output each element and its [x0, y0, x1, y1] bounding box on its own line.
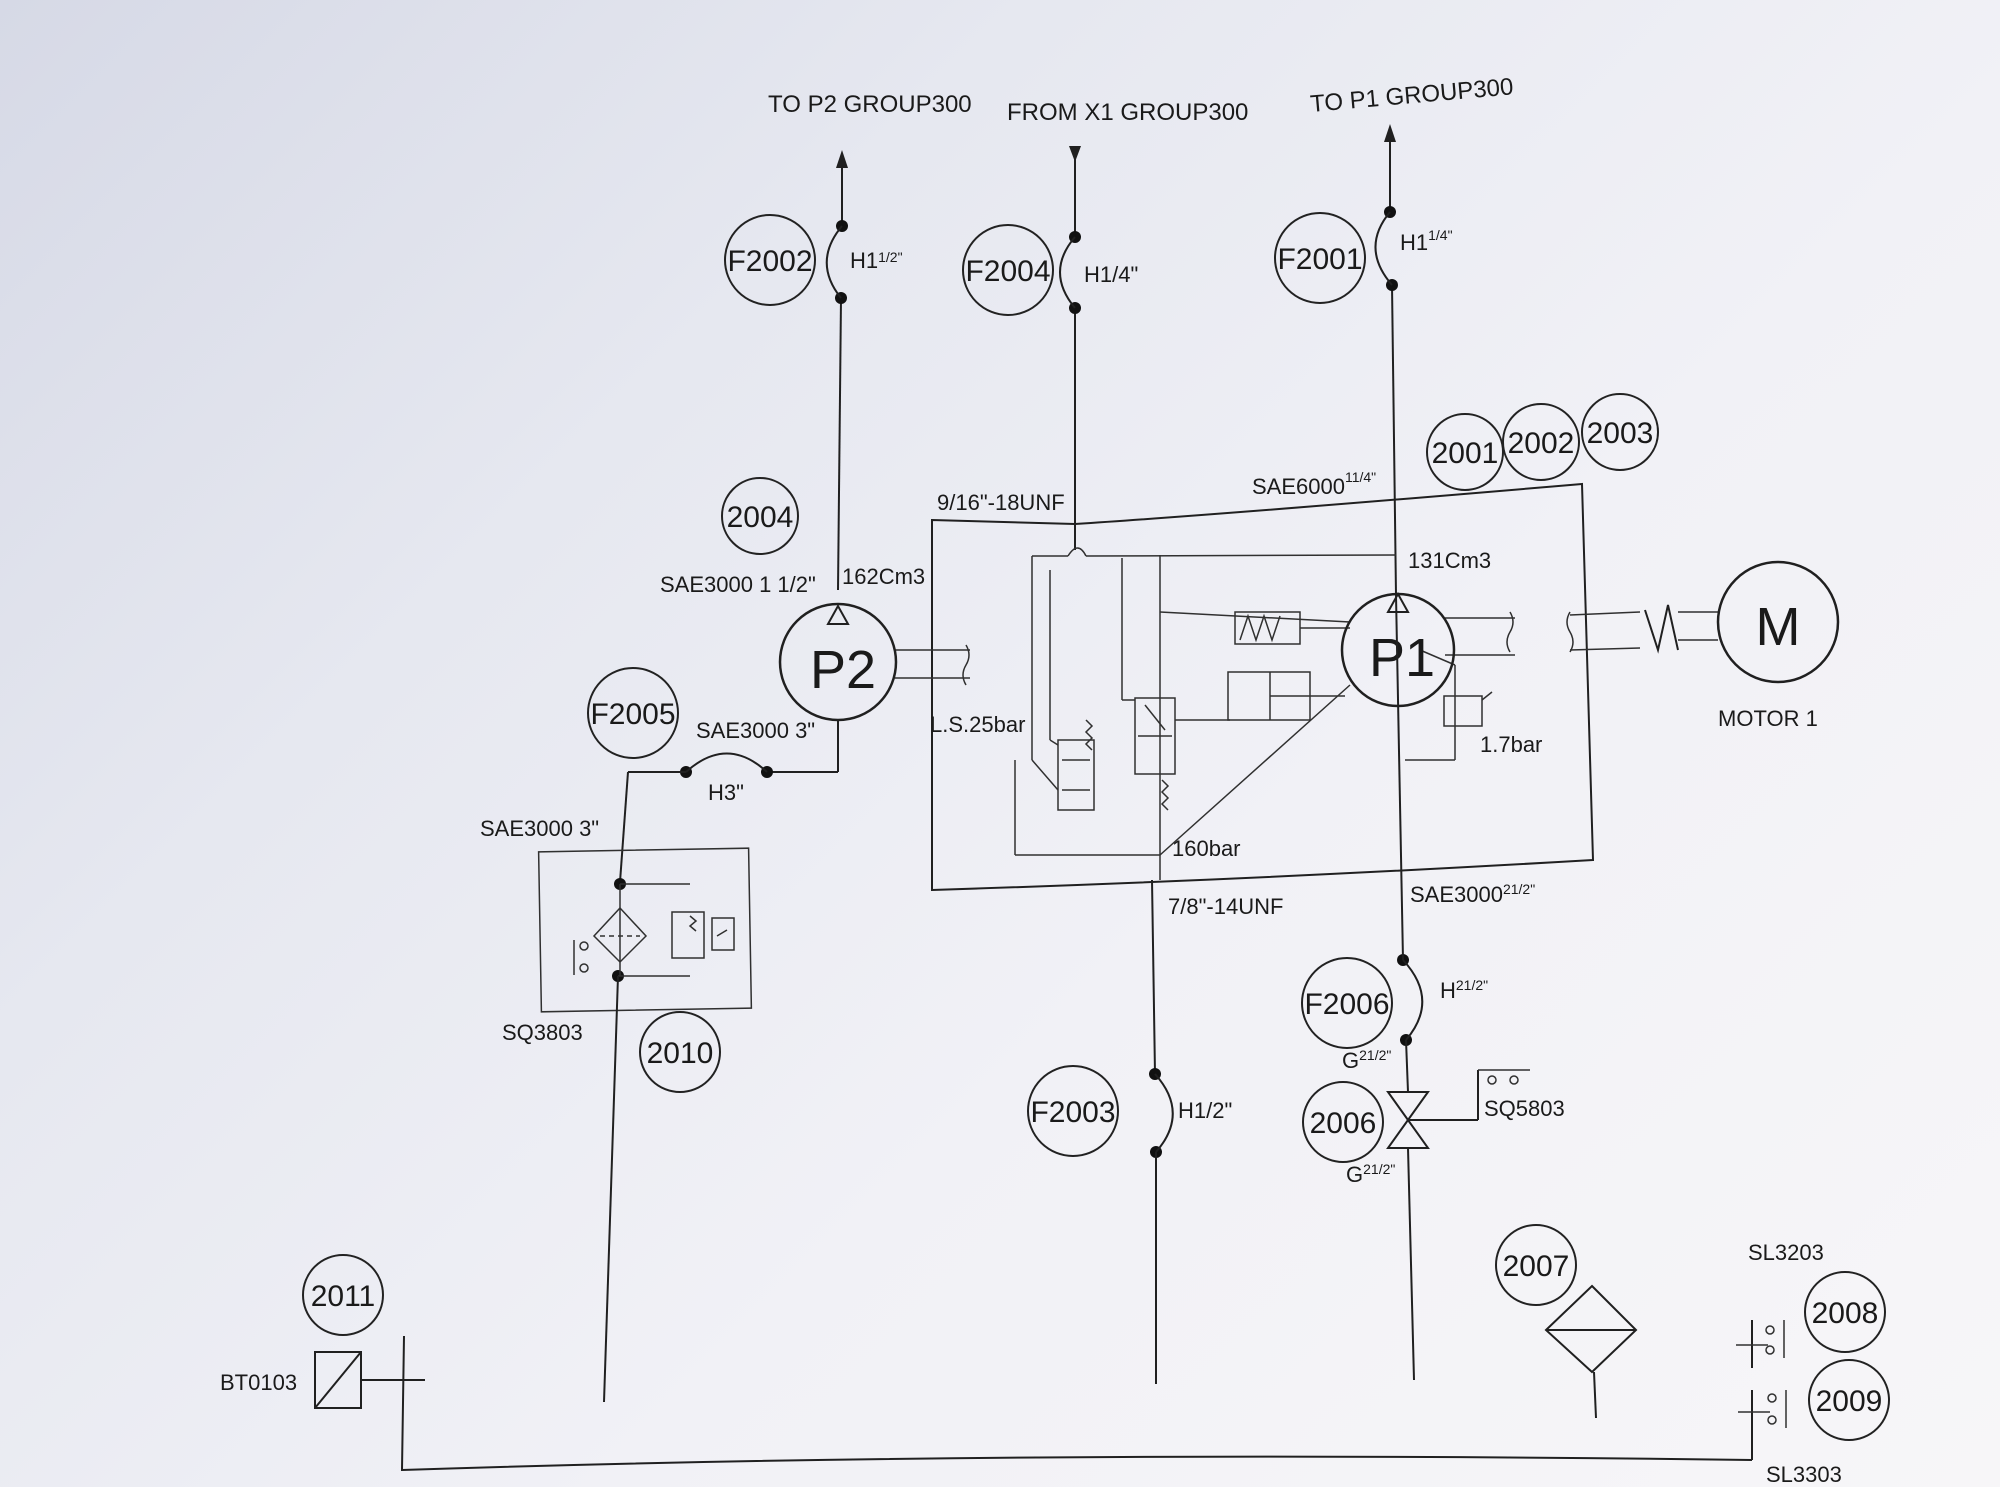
svg-text:2003: 2003 — [1587, 417, 1654, 450]
svg-text:F2002: F2002 — [727, 245, 812, 278]
label-160-bar: 160bar — [1172, 836, 1241, 861]
label-bt0103: BT0103 — [220, 1370, 297, 1395]
svg-text:F2006: F2006 — [1304, 988, 1389, 1021]
label-7-8-unf: 7/8"-14UNF — [1168, 894, 1283, 919]
svg-text:2007: 2007 — [1503, 1250, 1570, 1283]
bubble-2002: 2002 — [1502, 403, 1580, 481]
bubble-2001: 2001 — [1426, 413, 1504, 491]
label-sae3000-3-lower: SAE3000 3" — [480, 816, 599, 841]
bubble-2006: 2006 — [1302, 1081, 1384, 1163]
bubble-2008: 2008 — [1804, 1271, 1886, 1353]
label-sq5803: SQ5803 — [1484, 1096, 1565, 1121]
svg-text:P2: P2 — [810, 640, 876, 700]
label-9-16-unf: 9/16"-18UNF — [937, 490, 1065, 515]
return-filter-assembly — [537, 847, 753, 1403]
svg-text:2008: 2008 — [1812, 1297, 1879, 1330]
label-g-lower: G21/2" — [1346, 1161, 1395, 1187]
hose-label-f2003: H1/2" — [1178, 1098, 1232, 1123]
svg-text:P1: P1 — [1369, 628, 1435, 688]
hose-f2002 — [825, 220, 848, 304]
ball-valve-2006[interactable] — [1386, 1039, 1530, 1381]
svg-text:2002: 2002 — [1508, 427, 1575, 460]
bubble-2009: 2009 — [1808, 1359, 1890, 1441]
bubble-f2001: F2001 — [1274, 212, 1366, 304]
label-from-x1-group300: FROM X1 GROUP300 — [1007, 99, 1248, 126]
label-p1-displacement: 131Cm3 — [1408, 548, 1491, 573]
label-motor-1: MOTOR 1 — [1718, 706, 1818, 731]
temperature-sensor-bt0103 — [314, 1351, 425, 1409]
label-sq3803: SQ3803 — [502, 1020, 583, 1045]
svg-text:M: M — [1756, 597, 1801, 657]
bubble-f2002: F2002 — [724, 214, 816, 306]
label-sae3000-3-upper: SAE3000 3" — [696, 718, 815, 743]
svg-text:F2003: F2003 — [1030, 1096, 1115, 1129]
label-sl3303: SL3303 — [1766, 1462, 1842, 1487]
bubble-2007: 2007 — [1495, 1224, 1577, 1306]
label-sae3000-p2: SAE3000 1 1/2" — [660, 572, 816, 597]
hose-label-f2006: H21/2" — [1440, 977, 1488, 1003]
bubble-f2003: F2003 — [1027, 1065, 1119, 1157]
bubble-2004: 2004 — [721, 477, 799, 555]
hose-f2004 — [1059, 231, 1081, 314]
hose-label-f2001: H11/4" — [1400, 227, 1453, 255]
breather-filter-2007 — [1544, 1284, 1638, 1419]
svg-text:F2001: F2001 — [1277, 243, 1362, 276]
label-sae6000: SAE600011/4" — [1252, 469, 1376, 499]
svg-text:2001: 2001 — [1432, 437, 1499, 470]
svg-text:2009: 2009 — [1816, 1385, 1883, 1418]
hose-label-f2002: H11/2" — [850, 248, 903, 273]
bubble-f2005: F2005 — [587, 667, 679, 759]
svg-text:F2004: F2004 — [965, 255, 1050, 288]
svg-text:2010: 2010 — [647, 1037, 714, 1070]
label-to-p2-group300: TO P2 GROUP300 — [768, 91, 972, 118]
label-g-upper: G21/2" — [1342, 1047, 1391, 1073]
svg-text:2011: 2011 — [311, 1280, 376, 1313]
label-1-7-bar: 1.7bar — [1480, 732, 1542, 757]
p2-pressure-line — [836, 150, 848, 591]
label-sae3000-21-2: SAE300021/2" — [1410, 881, 1535, 907]
p1-pressure-line — [1384, 124, 1397, 596]
electric-motor[interactable]: M — [1716, 560, 1840, 684]
hose-label-f2004: H1/4" — [1084, 262, 1138, 287]
bubble-2011: 2011 — [302, 1254, 384, 1336]
level-switch-sl3303 — [1738, 1390, 1787, 1460]
pump-p1[interactable]: P1 — [1340, 591, 1456, 708]
suction-hose-h3 — [619, 720, 839, 883]
hose-f2006 — [1395, 594, 1424, 1046]
level-switch-sl3203 — [1736, 1320, 1785, 1368]
power-unit-frame — [931, 482, 1595, 892]
tank-return-line — [400, 1335, 1753, 1472]
svg-text:F2005: F2005 — [590, 698, 675, 731]
pump-p2[interactable]: P2 — [778, 602, 898, 722]
internal-circuit — [895, 547, 1515, 880]
svg-text:2006: 2006 — [1310, 1107, 1377, 1140]
label-sl3203: SL3203 — [1748, 1240, 1824, 1265]
svg-text:2004: 2004 — [727, 501, 794, 534]
hose-f2001 — [1374, 206, 1398, 291]
bubble-2003: 2003 — [1581, 393, 1659, 471]
bubble-f2006: F2006 — [1301, 957, 1393, 1049]
hose-label-h3: H3" — [708, 780, 744, 805]
bubble-f2004: F2004 — [962, 224, 1054, 316]
label-p2-displacement: 162Cm3 — [842, 564, 925, 589]
label-to-p1-group300: TO P1 GROUP300 — [1309, 73, 1514, 118]
x1-supply-line — [1069, 146, 1081, 550]
motor-coupling — [1566, 604, 1718, 654]
bubble-2010: 2010 — [639, 1011, 721, 1093]
label-ls-25bar: L.S.25bar — [930, 712, 1025, 737]
drain-line-f2003 — [1149, 879, 1174, 1384]
